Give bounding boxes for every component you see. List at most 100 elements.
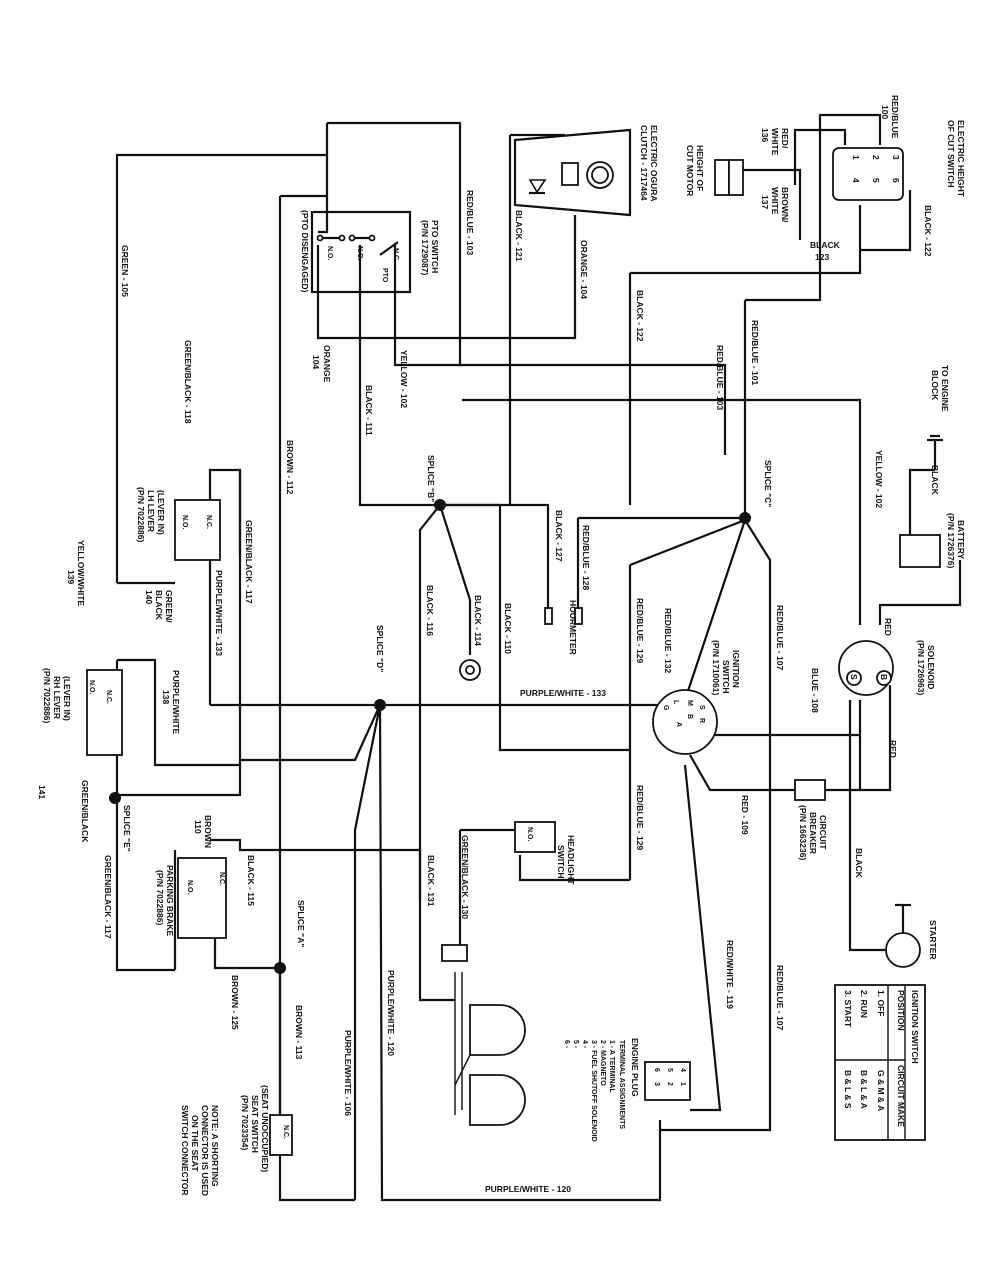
plug-pin-1: 1 [679,1082,686,1086]
label-brown-white-137c: 137 [760,195,770,209]
wire-black-battery [908,468,935,560]
battery [899,534,941,568]
hoc-switch-title: ELECTRIC HEIGHT [956,120,966,198]
headlight-contact: N.O. [526,827,533,841]
component-labels: PTO SWITCH (P/N 1729087) (PTO DISENGAGED… [42,120,966,1196]
ignition-pin-b: B [686,714,693,719]
lh-lever-pn: (P/N 7022886) [136,487,146,542]
height-of-cut-motor [714,159,744,196]
ground-lug [459,659,481,681]
wire-green-black-117-bottom [115,660,175,972]
pb-contact-no: N.O. [186,880,193,894]
label-brown-112: BROWN - 112 [285,440,295,495]
pto-contact-1: N.O. [326,246,333,260]
label-brown-113: BROWN - 113 [294,1005,304,1060]
label-red-blue-129-bottom: RED/BLUE - 129 [635,785,645,850]
label-red-white-136c: 136 [760,128,770,142]
pto-switch-pn: (P/N 1729087) [420,220,430,275]
breaker-pn: (P/N 1663236) [798,805,808,860]
ignition-pin-r: R [698,718,705,723]
wire-black-122-link [630,250,862,275]
label-green-black-117-bottom: GREEN/BLACK - 117 [103,855,113,939]
wire-red-white-119 [683,764,722,1112]
engine-plug-t5: 5 - [572,1040,579,1049]
hoc-pin-3: 3 [891,155,901,160]
pto-switch [310,210,412,294]
label-red-blue-107-top: RED/BLUE - 107 [775,605,785,670]
hourmeter [544,607,583,625]
label-black-127: BLACK - 127 [554,510,564,562]
rh-contact-no: N.O. [88,680,95,694]
pto-contact-3: N.C. [392,248,399,262]
clutch-title: ELECTRIC OGURA [649,125,659,202]
engine-plug [644,1061,691,1101]
wire-hoc-a [818,113,882,230]
rh-lever-title: RH LEVER [52,676,62,719]
ignition-table [834,984,926,1141]
rh-contact-nc: N.C. [105,690,112,704]
wire-red-blue-132 [683,519,747,701]
pto-contact-2: N.O. [356,246,363,260]
label-black-122-top: BLACK - 122 [923,205,933,257]
wire-red-blue-107 [660,519,772,1132]
ignition-table-text: IGNITION SWITCH POSITION CIRCUIT MAKE 1.… [843,990,920,1127]
splice-c-dot [739,512,751,524]
label-black-123: BLACK [810,240,841,250]
label-green-black-130: GREEN/BLACK - 130 [460,835,470,919]
starter-solenoid [838,640,894,696]
label-brown-white-137: BROWN/ [780,187,790,223]
ignition-pin-a: A [675,722,682,727]
label-red-blue-100: RED/BLUE [890,95,900,139]
seat-switch-state: (SEAT UNOCCUPIED) [260,1085,270,1172]
ignition-pn: (P/N 1710061) [711,640,721,695]
lh-contact-no: N.O. [181,515,188,529]
label-black-110: BLACK - 110 [503,603,513,654]
wire-purple-white-120 [378,704,662,1202]
splice-d-dot [374,699,386,711]
wire-brown-112 [278,196,355,1202]
label-brown-110: BROWN [203,815,213,848]
wire-lamp-c [454,1054,471,1086]
table-row-3-pos: 3. START [843,990,853,1028]
plug-pin-6: 6 [653,1068,660,1072]
wire-hoc-b [793,128,847,185]
engine-plug-t6: 6 - [563,1040,570,1049]
splice-e-label: SPLICE "E" [122,805,132,852]
solenoid-title: SOLENOID [926,645,936,689]
splice-labels: SPLICE "B" SPLICE "C" SPLICE "D" SPLICE … [122,455,773,947]
label-green-105: GREEN - 105 [120,245,130,297]
label-black-battery: BLACK [930,465,940,496]
label-red-white-136: RED/ [780,128,790,149]
lh-lever-switch [174,499,221,561]
wire-red-109 [689,754,795,792]
hourmeter-label: HOURMETER [568,600,578,655]
breaker-title: CIRCUIT [818,815,828,850]
wire-black-starter [848,700,885,952]
label-red-blue-128: RED/BLUE - 128 [581,525,591,590]
table-header-circuit: CIRCUIT MAKE [896,1065,906,1127]
label-yellow-102: YELLOW - 102 [399,350,409,408]
wire-labels: GREEN - 105 GREEN/BLACK - 118 BROWN - 11… [37,95,940,1194]
rh-lever-pn: (P/N 7022886) [42,668,52,723]
wire-purple-white-138 [117,658,240,767]
splice-e-dot [109,792,121,804]
electric-clutch [513,128,632,217]
seat-contact: N.C. [282,1125,289,1139]
splice-c-label: SPLICE "C" [763,460,773,507]
parking-brake-pn: (P/N 7022886) [155,870,165,925]
pto-contact-4: PTO [381,268,388,283]
wire-black-111 [358,245,440,507]
wire-black-131 [418,850,455,1002]
label-green-black-140b: BLACK [154,590,164,621]
label-yellow-102-right: YELLOW - 102 [874,450,884,508]
hoc-motor-title: HEIGHT OF [695,145,705,191]
plug-pin-4: 4 [679,1068,686,1072]
label-purple-white-133-main: PURPLE/WHITE - 133 [520,688,606,698]
label-brown-white-137b: WHITE [770,187,780,215]
wire-top-link [318,123,329,234]
ignition-switch [652,689,718,755]
rh-lever-switch [86,669,123,756]
wire-black-116 [418,504,441,900]
hoc-pin-2: 2 [871,155,881,160]
